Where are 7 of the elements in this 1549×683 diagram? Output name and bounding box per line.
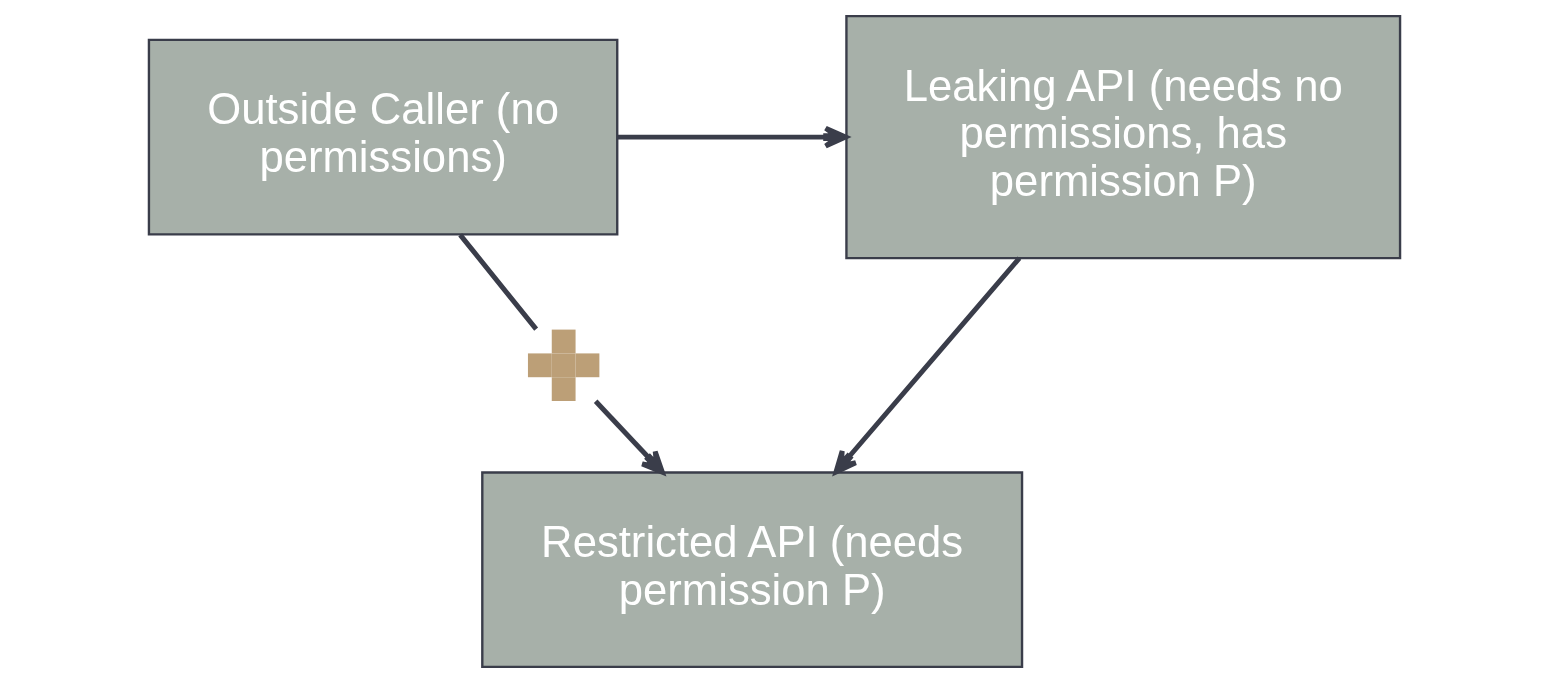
connector [458,233,539,331]
node-box: Restricted API (needs permission P) [481,471,1024,669]
arrow [593,399,665,475]
node-box: Leaking API (needs no permissions, has permission P) [845,14,1402,260]
arrow [617,125,849,149]
arrow [833,256,1022,475]
node-box: Outside Caller (no permissions) [147,38,619,236]
